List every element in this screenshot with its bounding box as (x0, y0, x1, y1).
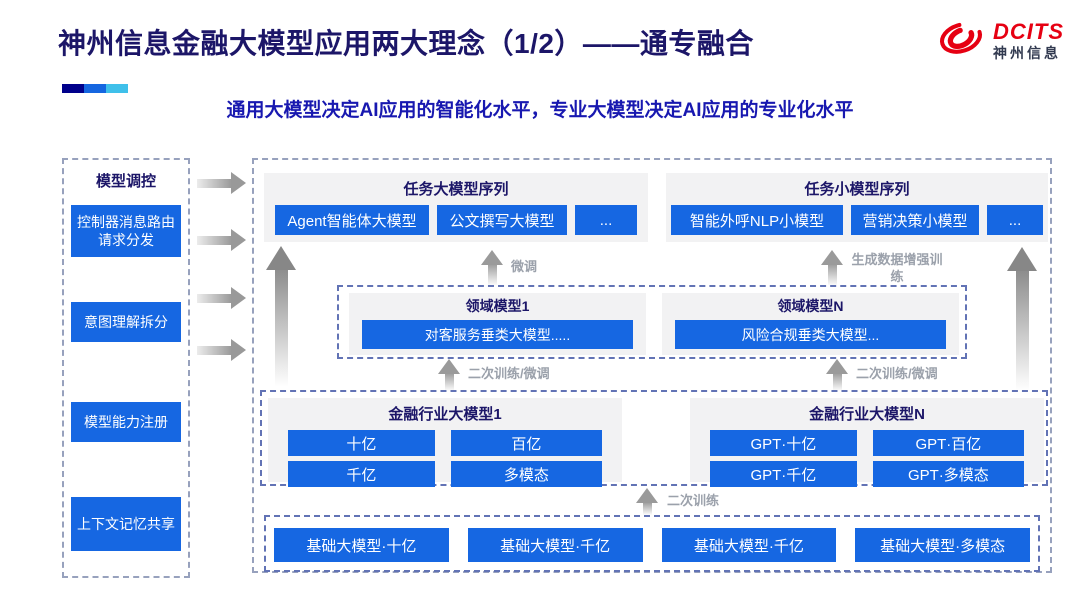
chip-gpt-ten-billion: GPT·百亿 (872, 430, 1024, 456)
arrow-up-icon (481, 250, 503, 286)
panel-title: 金融行业大模型N (809, 406, 925, 423)
sidebar-item-message-routing: 控制器消息路由请求分发 (71, 205, 181, 257)
brand-name-cn: 神州信息 (993, 44, 1061, 61)
sidebar-title: 模型调控 (95, 173, 156, 190)
chip-ellipsis: ... (987, 205, 1043, 235)
arrow-right-icon (197, 339, 247, 361)
retrain-label: 二次训练 (667, 493, 720, 508)
brand-name: DCITS (993, 18, 1064, 44)
sidebar-item-capability-registry: 模型能力注册 (71, 402, 181, 442)
chip-customer-service-model: 对客服务垂类大模型..... (362, 320, 633, 349)
chip-billion: 十亿 (288, 430, 435, 456)
model-control-panel: 模型调控 控制器消息路由请求分发 意图理解拆分 模型能力注册 上下文记忆共享 (62, 158, 190, 578)
brand-logo: DCITS 神州信息 (935, 18, 1064, 63)
panel-title: 领域模型1 (465, 298, 530, 314)
main-diagram: 任务大模型序列 Agent智能体大模型 公文撰写大模型 ... 任务小模型序列 … (252, 158, 1052, 573)
chip-ten-billion: 百亿 (450, 430, 602, 456)
foundation-models-box: 基础大模型·十亿 基础大模型·千亿 基础大模型·千亿 基础大模型·多模态 (264, 515, 1040, 572)
data-augment-label: 生成数据增强训练 (851, 252, 943, 284)
retrain-finetune-label: 二次训练/微调 (468, 366, 550, 381)
arrow-up-icon (826, 359, 848, 391)
accent-bar-segment (84, 84, 106, 93)
accent-bar (62, 84, 128, 93)
domain-model-n-panel: 领域模型N 风险合规垂类大模型... (662, 293, 959, 355)
arrow-up-icon (821, 250, 843, 286)
arrow-up-icon (636, 488, 658, 515)
domain-model-1-panel: 领域模型1 对客服务垂类大模型..... (349, 293, 646, 355)
chip-foundation-hundred-billion-2: 基础大模型·千亿 (661, 528, 837, 562)
panel-title: 任务小模型序列 (804, 181, 910, 198)
industry-models-box: 金融行业大模型1 十亿 百亿 千亿 多模态 金融行业大模型N GPT·十亿 GP… (260, 390, 1048, 487)
chip-risk-compliance-model: 风险合规垂类大模型... (675, 320, 946, 349)
accent-bar-segment (62, 84, 84, 93)
arrow-right-icon (197, 287, 247, 309)
chip-gpt-billion: GPT·十亿 (710, 430, 857, 456)
task-large-model-panel: 任务大模型序列 Agent智能体大模型 公文撰写大模型 ... (264, 173, 648, 242)
chip-document-writing-model: 公文撰写大模型 (437, 205, 567, 235)
panel-title: 领域模型N (777, 298, 844, 314)
sidebar-item-context-memory: 上下文记忆共享 (71, 497, 181, 551)
arrow-right-icon (197, 172, 247, 194)
chip-gpt-hundred-billion: GPT·千亿 (710, 461, 857, 487)
arrow-up-icon (438, 359, 460, 391)
arrow-up-icon (266, 246, 296, 386)
chip-hundred-billion: 千亿 (288, 461, 435, 487)
retrain-finetune-label: 二次训练/微调 (856, 366, 938, 381)
chip-gpt-multimodal: GPT·多模态 (872, 461, 1024, 487)
subtitle: 通用大模型决定AI应用的智能化水平，专业大模型决定AI应用的专业化水平 (226, 100, 854, 121)
domain-models-box: 领域模型1 对客服务垂类大模型..... 领域模型N 风险合规垂类大模型... (337, 285, 967, 359)
sidebar-item-intent-parsing: 意图理解拆分 (71, 302, 181, 342)
arrow-right-icon (197, 229, 247, 251)
swirl-icon (935, 18, 987, 63)
finetune-label: 微调 (511, 259, 538, 274)
industry-model-n-panel: 金融行业大模型N GPT·十亿 GPT·百亿 GPT·千亿 GPT·多模态 (690, 398, 1044, 487)
chip-foundation-billion: 基础大模型·十亿 (274, 528, 449, 562)
chip-multimodal: 多模态 (450, 461, 602, 487)
panel-title: 任务大模型序列 (403, 181, 509, 198)
page-title: 神州信息金融大模型应用两大理念（1/2）——通专融合 (58, 28, 754, 59)
chip-foundation-multimodal: 基础大模型·多模态 (855, 528, 1030, 562)
chip-foundation-hundred-billion: 基础大模型·千亿 (467, 528, 643, 562)
panel-title: 金融行业大模型1 (388, 406, 502, 423)
task-small-model-panel: 任务小模型序列 智能外呼NLP小模型 营销决策小模型 ... (666, 173, 1048, 242)
chip-ellipsis: ... (575, 205, 637, 235)
industry-model-1-panel: 金融行业大模型1 十亿 百亿 千亿 多模态 (268, 398, 622, 487)
accent-bar-segment (106, 84, 128, 93)
arrow-up-icon (1007, 247, 1037, 390)
chip-nlp-outbound-model: 智能外呼NLP小模型 (671, 205, 843, 235)
chip-agent-large-model: Agent智能体大模型 (275, 205, 429, 235)
chip-marketing-decision-model: 营销决策小模型 (851, 205, 979, 235)
